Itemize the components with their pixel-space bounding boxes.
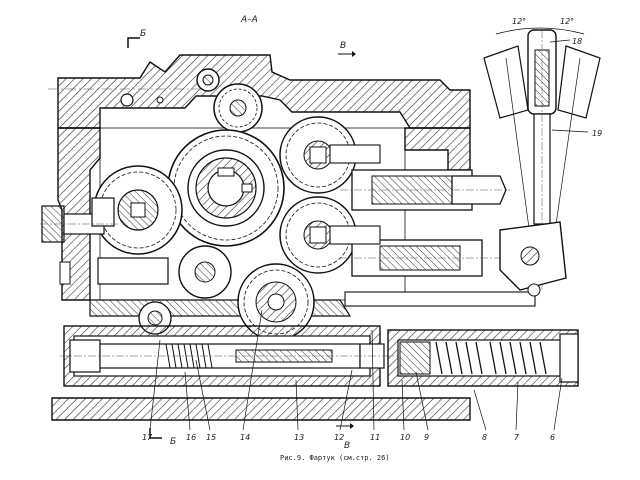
section-mark-b-bottom: Б (149, 428, 176, 447)
section-letter-b-bottom: Б (170, 437, 176, 447)
section-letter-v-top: В (340, 41, 346, 51)
section-letter-b-top: Б (140, 29, 146, 39)
part-number-13: 13 (294, 433, 304, 442)
control-lever: 12° 12° (483, 17, 601, 297)
part-number-9: 9 (424, 433, 429, 442)
angle-right: 12° (560, 17, 574, 26)
top-bolts (120, 68, 220, 107)
part-number-12: 12 (334, 433, 344, 442)
part-callouts (149, 39, 589, 431)
section-letter-v-bottom: В (344, 441, 350, 451)
part-number-11: 11 (370, 433, 380, 442)
right-spring (435, 341, 547, 375)
gear-train (93, 83, 357, 341)
part-number-10: 10 (400, 433, 410, 442)
part-number-18: 18 (572, 37, 582, 46)
part-number-19: 19 (592, 129, 602, 138)
part-number-8: 8 (482, 433, 487, 442)
part-number-6: 6 (550, 433, 555, 442)
part-number-15: 15 (206, 433, 216, 442)
lower-screw-spring-assembly (60, 325, 579, 387)
figure-caption: Рис.9. Фартук (см.стр. 26) (280, 454, 390, 462)
section-mark-v-top: В (338, 41, 356, 57)
part-number-16: 16 (186, 433, 196, 442)
right-shafts (329, 144, 536, 307)
part-number-14: 14 (240, 433, 250, 442)
section-title: А–А (240, 15, 258, 25)
left-shafts (40, 197, 169, 285)
angle-left: 12° (512, 17, 526, 26)
section-mark-v-bottom: В (336, 423, 354, 451)
part-number-17: 17 (142, 433, 153, 442)
section-mark-b-top: Б (127, 29, 146, 48)
part-number-7: 7 (514, 433, 520, 442)
